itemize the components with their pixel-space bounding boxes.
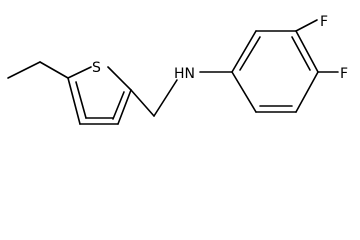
bond-c6-c1 <box>231 71 257 113</box>
bond-c3-c4-double <box>291 36 311 71</box>
bond-c2-ch2 <box>130 89 155 117</box>
bond-c3-c4 <box>295 30 319 73</box>
bond-c3-f <box>295 19 318 32</box>
molecule-structure: S HN F F <box>7 14 348 125</box>
bond-c4-c5 <box>67 77 81 125</box>
bond-c5-s <box>67 66 92 79</box>
bond-ch3-ch2 <box>7 61 41 79</box>
bond-c2-c3 <box>117 89 132 125</box>
bond-c1-c2 <box>231 30 257 73</box>
fluorine-1-atom-label: F <box>320 14 328 30</box>
ethyl-group <box>7 61 69 79</box>
amine-atom-label: HN <box>174 66 195 82</box>
bond-ch2-c5 <box>39 61 69 79</box>
bond-c2-c3-double <box>112 91 125 120</box>
sulfur-atom-label: S <box>92 60 101 76</box>
bond-c4-c5 <box>295 71 319 113</box>
bond-ch2-n <box>153 79 178 117</box>
bond-c4-c5-double <box>75 81 87 119</box>
benzene-ring <box>199 30 319 113</box>
fluorine-2-atom-label: F <box>340 66 348 82</box>
bond-s-c2 <box>107 66 132 91</box>
methylene-linker <box>130 79 178 117</box>
fluorine-substituents: F F <box>295 14 348 82</box>
thiophene-ring: S <box>67 60 132 125</box>
bond-c1-c2-double <box>239 36 261 71</box>
